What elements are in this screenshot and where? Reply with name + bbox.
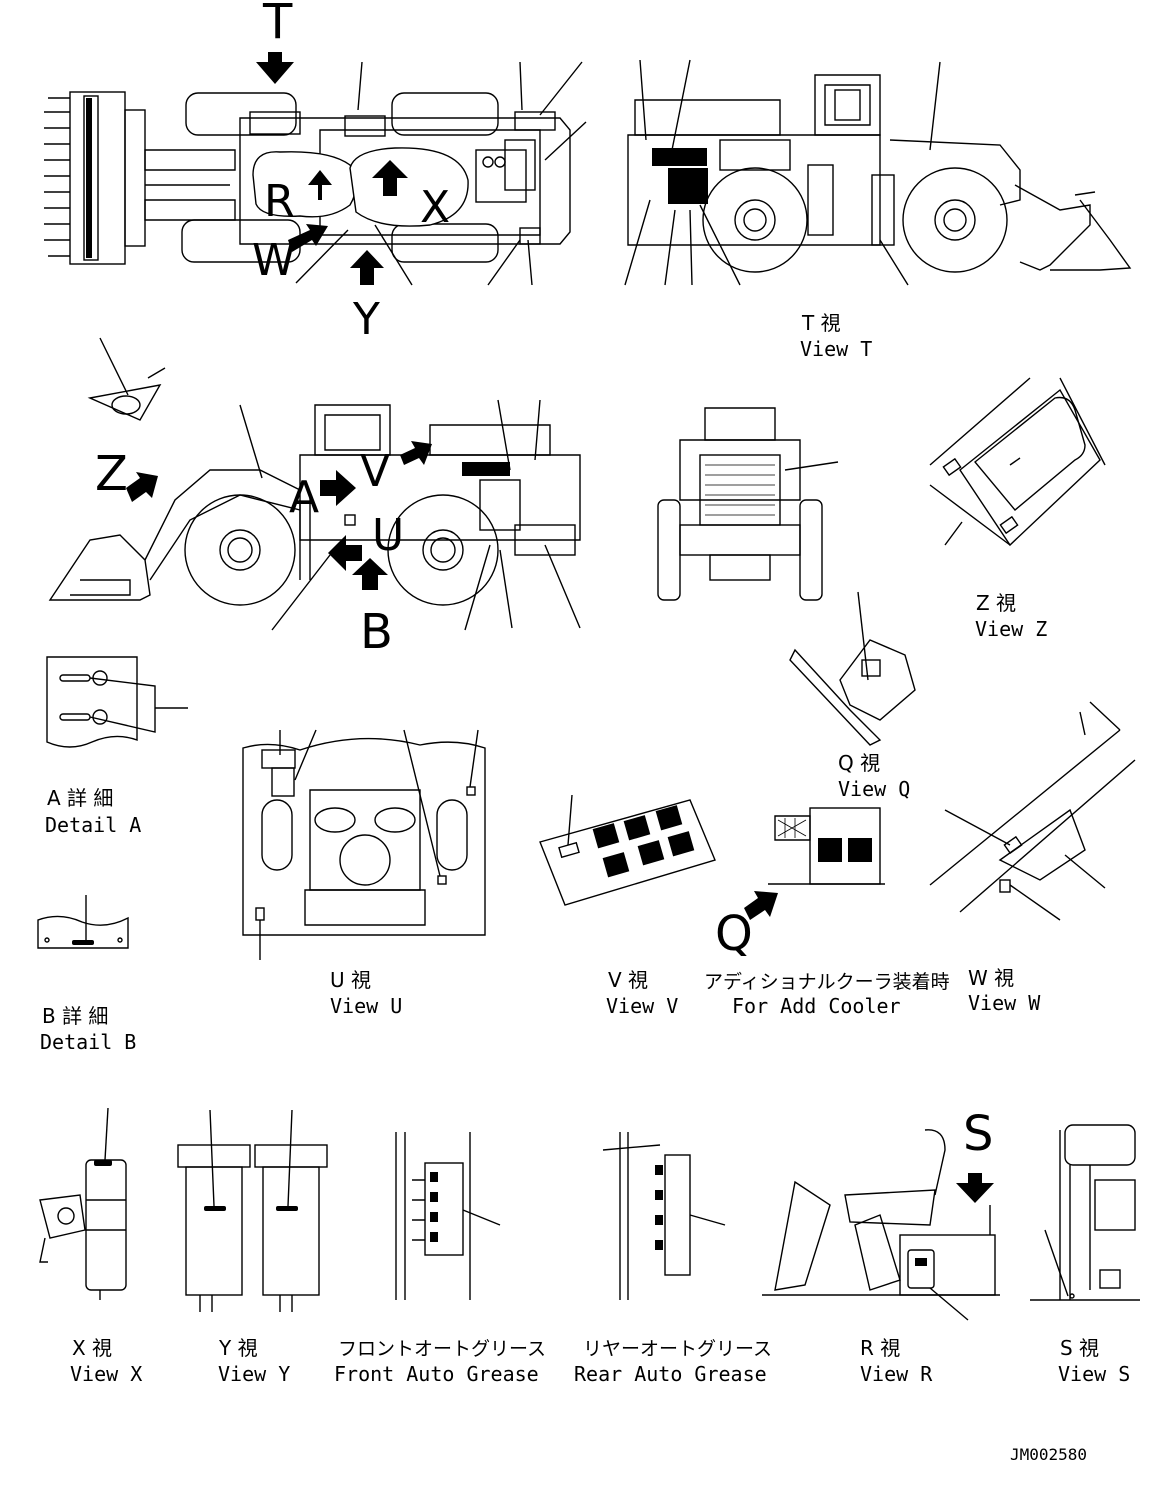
view-t-caption-jp: T 視 xyxy=(801,311,841,335)
front-grease-caption-jp: フロントオートグリース xyxy=(338,1338,546,1360)
view-w-drawing xyxy=(929,701,1136,921)
view-u-caption-en: View U xyxy=(330,994,402,1018)
view-x-drawing xyxy=(39,1107,127,1300)
front-grease-caption-en: Front Auto Grease xyxy=(334,1362,539,1386)
view-y-caption-en: View Y xyxy=(218,1362,290,1386)
view-letter-t: T xyxy=(262,0,293,50)
arrow-up-icon xyxy=(308,170,332,200)
detail-a-drawing xyxy=(46,656,188,748)
arrow-icon xyxy=(328,535,362,571)
view-letter-y: Y xyxy=(352,294,380,345)
top-plan-view xyxy=(44,52,587,286)
rear-grease-caption-en: Rear Auto Grease xyxy=(574,1362,767,1386)
view-letter-a: A xyxy=(289,472,319,523)
view-r-drawing xyxy=(762,1129,1000,1321)
view-letter-w: W xyxy=(252,235,296,286)
z-symbol-icon xyxy=(87,337,166,421)
view-letter-r: R xyxy=(264,176,295,227)
view-letter-x: X xyxy=(420,182,450,233)
view-v-drawing xyxy=(539,794,716,906)
view-letter-v: V xyxy=(360,446,390,497)
view-q-caption-jp: Q 視 xyxy=(838,751,880,775)
view-y-drawing xyxy=(177,1109,328,1312)
front-grease-drawing xyxy=(395,1132,501,1300)
rear-grease-drawing xyxy=(602,1132,726,1300)
view-y-caption-jp: Y 視 xyxy=(218,1336,258,1360)
drawing-number: JM002580 xyxy=(1010,1445,1087,1464)
arrow-up-icon xyxy=(352,558,388,590)
view-v-caption-jp: V 視 xyxy=(608,968,648,992)
add-cooler-drawing xyxy=(744,807,885,920)
view-letter-u: U xyxy=(372,510,404,561)
view-t-arrow-icon xyxy=(256,52,294,84)
view-z-drawing xyxy=(929,377,1106,547)
view-letter-s: S xyxy=(963,1106,993,1162)
view-u-caption-jp: U 視 xyxy=(330,968,371,992)
view-w-caption-jp: W 視 xyxy=(968,966,1014,990)
view-t-side-drawing xyxy=(624,59,1132,286)
view-w-arrow-icon xyxy=(288,224,328,252)
detail-a-caption-en: Detail A xyxy=(45,813,141,837)
view-s-arrow-icon xyxy=(956,1173,994,1203)
view-u-drawing xyxy=(242,729,486,960)
view-x-caption-jp: X 視 xyxy=(72,1336,112,1360)
view-x-caption-en: View X xyxy=(70,1362,142,1386)
view-letter-q: Q xyxy=(715,906,753,962)
detail-b-caption-jp: B 詳 細 xyxy=(42,1004,108,1028)
add-cooler-caption-jp: アディショナルクーラ装着時 xyxy=(704,971,950,993)
add-cooler-caption-en: For Add Cooler xyxy=(732,994,901,1018)
rear-grease-caption-jp: リヤーオートグリース xyxy=(583,1338,772,1360)
view-q-drawing xyxy=(789,591,916,746)
view-q-arrow-icon xyxy=(744,891,778,920)
view-z-caption-jp: Z 視 xyxy=(976,591,1016,615)
detail-a-caption-jp: A 詳 細 xyxy=(47,786,113,810)
arrow-icon xyxy=(320,470,356,506)
view-r-caption-jp: R 視 xyxy=(860,1336,900,1360)
view-y-arrow-icon xyxy=(350,250,384,285)
arrow-up-icon xyxy=(372,160,408,196)
view-s-caption-jp: S 視 xyxy=(1060,1336,1099,1360)
left-side-view-drawing xyxy=(48,399,581,631)
view-letter-z: Z xyxy=(95,446,128,502)
view-z-caption-en: View Z xyxy=(975,617,1047,641)
detail-b-caption-en: Detail B xyxy=(40,1030,136,1054)
view-q-caption-en: View Q xyxy=(838,777,910,801)
arrow-icon xyxy=(400,441,432,465)
view-w-caption-en: View W xyxy=(968,991,1041,1015)
view-t-caption-en: View T xyxy=(800,337,872,361)
view-s-drawing xyxy=(1030,1124,1140,1301)
view-v-caption-en: View V xyxy=(606,994,678,1018)
detail-b-drawing xyxy=(37,895,129,949)
rear-view-drawing xyxy=(657,407,839,601)
view-r-caption-en: View R xyxy=(860,1362,933,1386)
view-s-caption-en: View S xyxy=(1058,1362,1130,1386)
arrow-icon xyxy=(126,472,158,502)
view-letter-b: B xyxy=(360,604,393,660)
